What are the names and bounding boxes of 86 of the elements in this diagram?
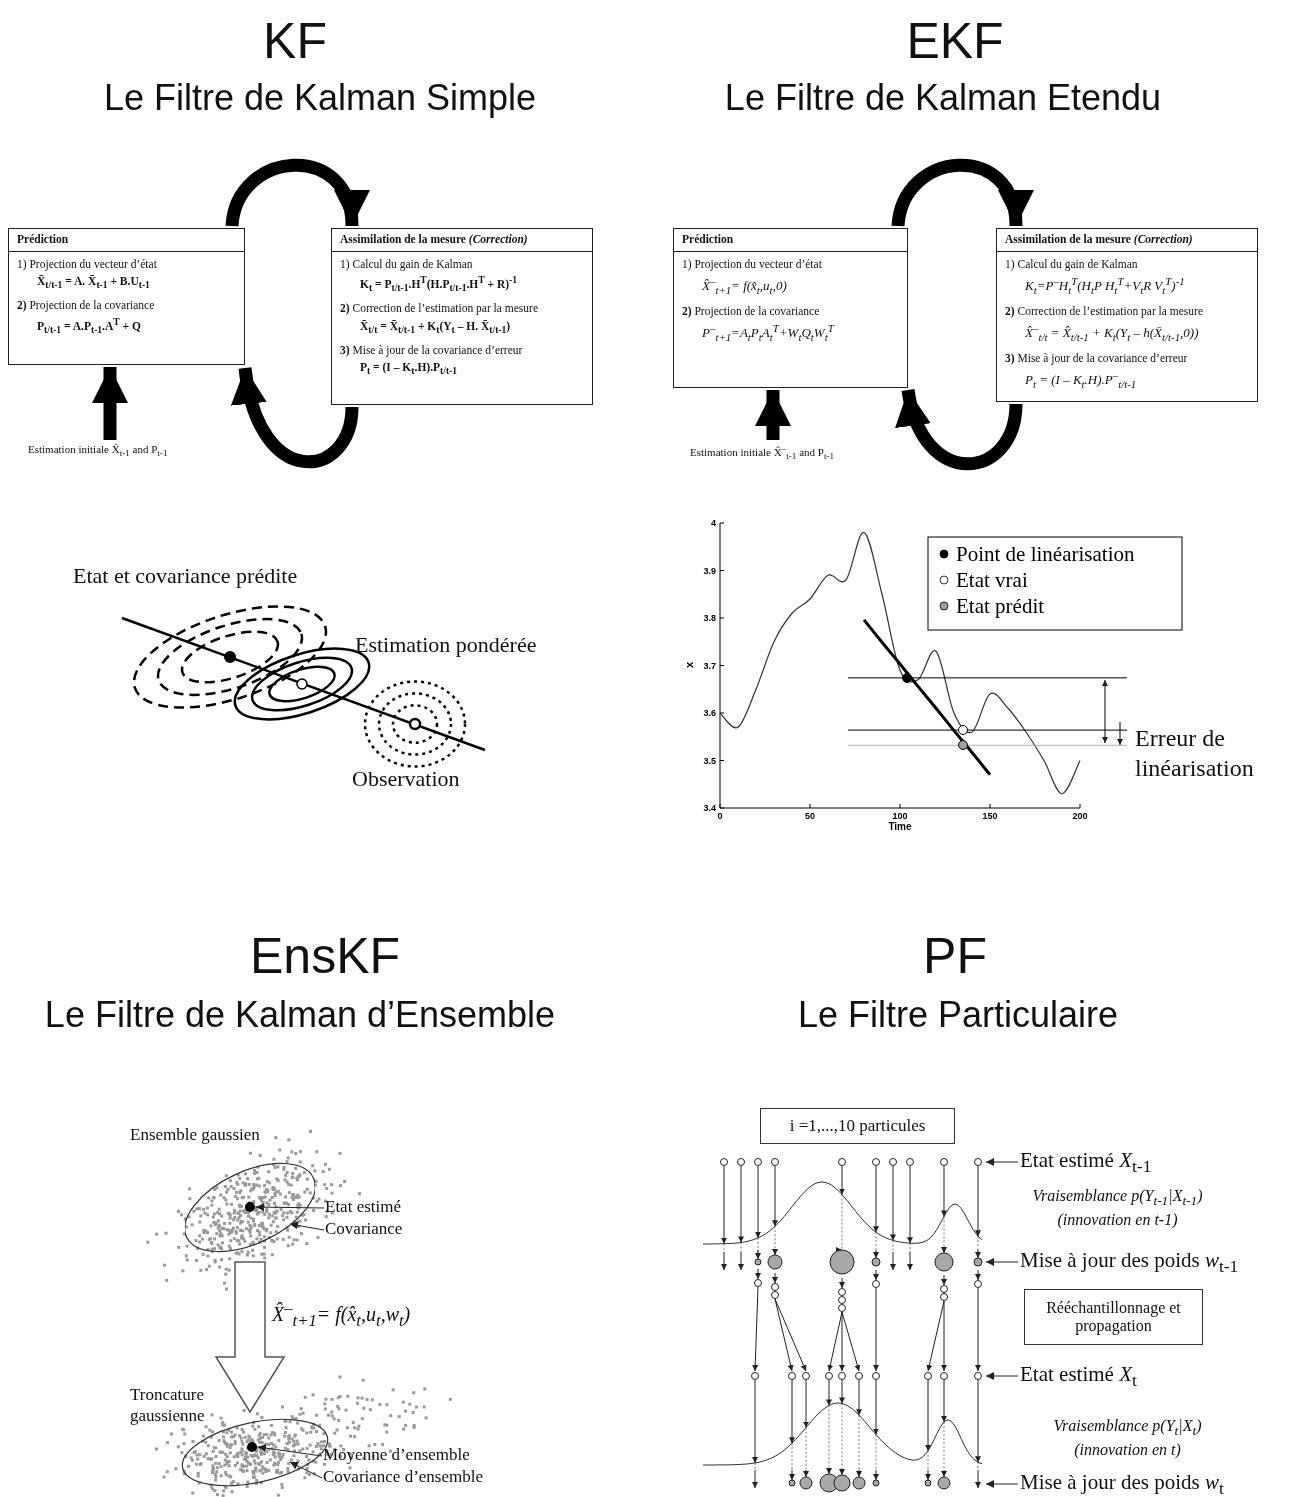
particle-filter-drawing [703,1155,986,1495]
step-text: 1) Calcul du gain de Kalman [1004,256,1139,273]
leader-line [289,1461,323,1479]
leader-line [255,1203,325,1212]
tick-label: 3.6 [703,708,716,718]
step-text: 2) Correction de l’estimation par la mesure [339,301,539,317]
tick-label: 150 [982,811,998,821]
arrow [985,1372,1019,1380]
annotation-text: Covariance [325,1219,425,1239]
panel-title: KF [262,12,328,71]
tick-label: 3.5 [703,755,716,766]
arrow [755,390,791,440]
panel-subtitle: Le Filtre Particulaire [796,993,1120,1037]
arrow [985,1480,1019,1488]
box-heading: Prédiction [674,229,907,252]
annotation-text: Estimation initiale X̂$^{–}$$_{t-1}$ and P$_{t-1}$ [690,443,890,461]
annotation-text: Observation [352,765,461,793]
formula: X̂$^{–}$$_{t/t}$ = X̂$_{t/t-1}$ + K$_{t}$(Y$_{t}$ – h(X̄$_{t/t-1}$,0)) [1024,321,1200,345]
process-box [673,228,908,388]
tick-label: 4 [711,518,716,528]
arrow [985,1158,1019,1166]
legend-text: Etat prédit [956,594,1045,618]
leader-line [257,1444,323,1457]
tick-label: 100 [892,811,908,821]
step-text: 2) Correction de l’estimation par la mesure [1004,303,1204,320]
formula: X̄$_{t/t-1}$ = A. X̄$_{t-1}$ + B.U$_{t-1}$ [36,274,151,293]
step-text: 3) Mise à jour de la covariance d’erreur [1004,350,1189,367]
tick-label: 3.8 [703,613,716,623]
axis-title: Time [888,821,912,832]
tick-label: 3.9 [703,565,716,576]
tick-label: 50 [805,811,815,821]
formula: K$_{t}$=P$^{–}$H$_{t}$$^{T}$(H$_{t}$P H$_{t}$$^{T}$+V$_{t}$R V$_{t}$$^{T}$)$^{-1}$ [1024,274,1186,298]
label-box: i =1,...,10 particules [760,1108,955,1144]
formula: P$_{t/t-1}$ = A.P$_{t-1}$.A$^{T}$ + Q [36,314,142,337]
tick-label: 0 [717,811,723,821]
legend-text: Point de linéarisation [956,542,1135,566]
annotation-text: Troncature gaussienne [130,1384,206,1427]
annotation-text: Erreur de linéarisation [1135,724,1255,783]
formula: X̄$_{t/t}$ = X̄$_{t/t-1}$ + K$_{t}$(Y$_{t}$ – H. X̄$_{t/t-1}$) [359,318,512,337]
annotation-text: Mise à jour des poids w$_{t-1}$ [1020,1248,1280,1278]
panel-title: PF [922,927,988,986]
annotation-text: Etat estimé [325,1197,425,1217]
process-box [331,228,593,405]
step-text: 1) Projection du vecteur d’état [681,256,823,273]
annotation-text: Vraisemblance p(Y$_{t}$|X$_{t}$) (innovation en t) [1052,1416,1203,1460]
panel-title: EnsKF [248,927,402,986]
panel-subtitle: Le Filtre de Kalman Simple [102,76,538,120]
block-arrow [214,1261,286,1414]
annotation-text: Estimation pondérée [355,631,538,659]
step-text: 1) Projection du vecteur d’état [16,256,158,273]
arrow [985,1258,1019,1266]
formula: P$_{t}$ = (I – K$_{t}$.H).P$_{t/t-1}$ [359,360,459,379]
step-text: 2) Projection de la covariance [681,303,821,320]
annotation-text: Mise à jour des poids w$_{t}$ [1020,1470,1280,1497]
process-box [8,228,245,365]
step-text: 1) Calcul du gain de Kalman [339,256,474,273]
annotation-text: Ensemble gaussien [130,1124,261,1146]
legend-text: Etat vrai [956,568,1028,592]
annotation-text: Etat estimé X$_{t}$ [1020,1362,1270,1392]
step-text: 2) Projection de la covariance [16,298,156,314]
annotation-text: Estimation initiale X̄$_{t-1}$ and P$_{t-1}$ [28,443,218,459]
formula: X̂$^{–}$$_{t+1}$= f(x̂$_{t}$,u$_{t}$,0) [701,274,788,298]
tick-label: 3.4 [703,803,716,813]
annotation-text: Covariance d’ensemble [323,1467,533,1487]
panel-subtitle: Le Filtre de Kalman Etendu [723,76,1163,120]
panel-subtitle: Le Filtre de Kalman d’Ensemble [43,993,557,1037]
mean-dot [245,1202,255,1212]
process-box [996,228,1258,402]
annotation-text: Etat et covariance prédite [73,562,299,590]
formula: K$_{t}$ = P$_{t/t-1}$.H$^{T}$(H.P$_{t/t-1}$.H$^{T}$ + R)$^{-1}$ [359,273,519,296]
mean-dot [247,1442,257,1452]
annotation-text: Vraisemblance p(Y$_{t-1}$|X$_{t-1}$) (innovation en t-1) [1031,1186,1204,1230]
tick-label: 3.7 [703,660,716,671]
panel-title: EKF [905,12,1005,71]
annotation-text: Moyenne d’ensemble [323,1445,523,1465]
axis-title: x [683,661,695,669]
box-heading: Prédiction [9,229,244,252]
step-text: 3) Mise à jour de la covariance d’erreur [339,342,524,359]
leader-line [289,1221,325,1231]
tick-label: 200 [1072,811,1088,821]
box-heading: Assimilation de la mesure (Correction) [997,229,1257,252]
box-heading: Assimilation de la mesure (Correction) [332,229,592,252]
arrow [92,367,128,440]
label-box: Rééchantillonnage et propagation [1024,1289,1203,1345]
annotation-text: Etat estimé X$_{t-1}$ [1020,1148,1270,1178]
curved-arrow [898,388,1023,471]
